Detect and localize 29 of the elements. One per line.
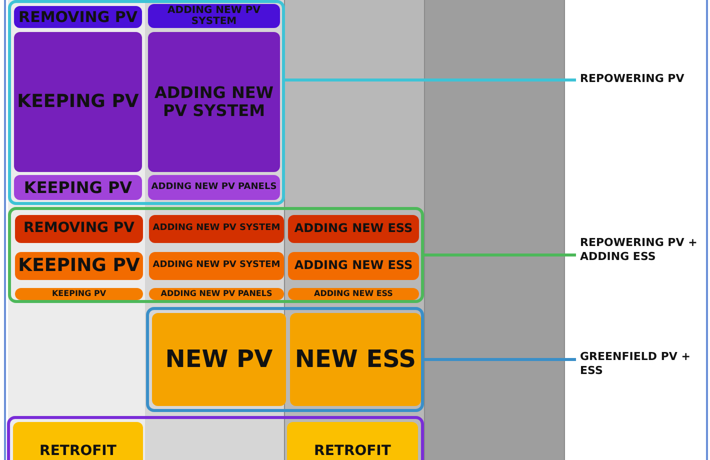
option-box: KEEPING PV	[15, 252, 143, 280]
option-box: ADDING NEW ESS	[288, 252, 419, 280]
category-label: REPOWERING PV	[580, 72, 705, 86]
option-box: REMOVING PV	[14, 6, 142, 28]
leader-line	[424, 358, 576, 361]
option-box: ADDING NEW ESS	[288, 288, 419, 300]
group-outline	[8, 207, 424, 303]
category-label: REPOWERING PV + ADDING ESS	[580, 236, 705, 265]
option-box: NEW ESS	[290, 313, 421, 406]
leader-line	[424, 254, 576, 256]
category-label: GREENFIELD PV + ESS	[580, 350, 705, 379]
group-outline	[8, 0, 285, 205]
option-box: KEEPING PV	[14, 32, 142, 172]
leader-line	[285, 78, 576, 82]
option-box: KEEPING PV	[14, 175, 142, 200]
option-box: NEW PV	[152, 313, 286, 406]
group-outline	[7, 416, 424, 460]
option-box: RETROFIT	[287, 422, 418, 460]
option-box: ADDING NEW PV SYSTEM	[149, 252, 284, 280]
option-box: ADDING NEW PV SYSTEM	[148, 4, 280, 28]
group-outline	[146, 307, 424, 412]
option-box: ADDING NEW PV SYSTEM	[148, 32, 280, 172]
option-box: ADDING NEW PV PANELS	[149, 288, 284, 300]
option-box: ADDING NEW PV PANELS	[148, 175, 280, 200]
option-box: RETROFIT	[13, 422, 143, 460]
option-box: ADDING NEW PV SYSTEM	[149, 215, 284, 243]
option-box: KEEPING PV	[15, 288, 143, 300]
option-box: ADDING NEW ESS	[288, 215, 419, 243]
option-box: REMOVING PV	[15, 215, 143, 243]
